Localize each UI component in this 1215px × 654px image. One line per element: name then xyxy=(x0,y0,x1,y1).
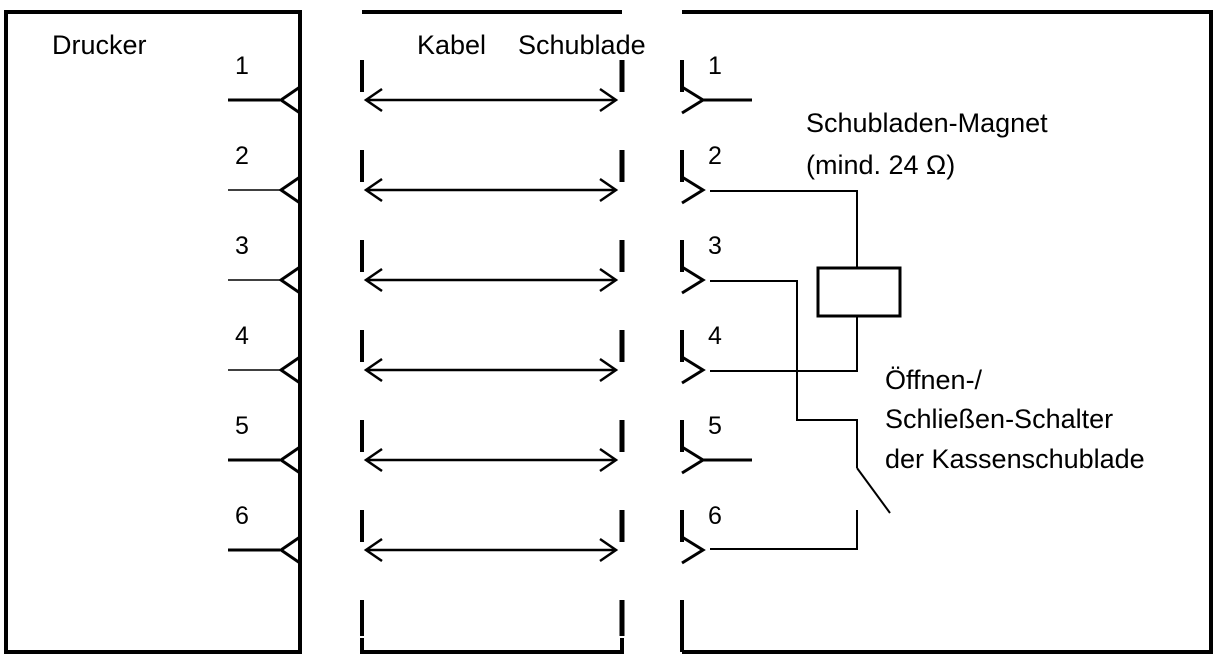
printer-socket-6 xyxy=(278,535,301,565)
solenoid-resistance-label: (mind. 24 Ω) xyxy=(806,150,956,180)
printer-pin-number-4: 4 xyxy=(235,322,249,350)
pin-rows xyxy=(228,60,752,652)
printer-pin-number-3: 3 xyxy=(235,232,249,260)
drawer-pin-number-6: 6 xyxy=(708,502,722,530)
drawer-plug-6 xyxy=(681,535,706,565)
drawer-pin-number-3: 3 xyxy=(708,232,722,260)
cable-box xyxy=(360,10,624,654)
drawer-pin-number-2: 2 xyxy=(708,142,722,170)
cable-arrow-left-head-2 xyxy=(363,177,383,203)
drawer-label: Schublade xyxy=(518,30,646,60)
printer-box xyxy=(4,10,302,654)
drawer-pin-number-1: 1 xyxy=(708,52,722,80)
printer-pin-number-1: 1 xyxy=(235,52,249,80)
cable-arrow-right-head-6 xyxy=(599,537,619,563)
switch-label-line2: Schließen-Schalter xyxy=(885,404,1114,434)
solenoid-symbol xyxy=(816,266,902,318)
printer-socket-3 xyxy=(278,265,301,295)
cable-arrow-left-head-6 xyxy=(363,537,383,563)
drawer-plug-4 xyxy=(681,355,706,385)
cable-arrow-left-head-3 xyxy=(363,267,383,293)
printer-label: Drucker xyxy=(52,30,147,60)
drawer-pin-number-5: 5 xyxy=(708,412,722,440)
drawer-pin-number-4: 4 xyxy=(708,322,722,350)
cable-arrow-right-head-2 xyxy=(599,177,619,203)
cable-arrow-right-head-3 xyxy=(599,267,619,293)
drawer-plug-2 xyxy=(681,175,706,205)
printer-pin-number-6: 6 xyxy=(235,502,249,530)
switch-label-line3: der Kassenschublade xyxy=(885,444,1145,474)
cable-arrow-left-head-1 xyxy=(363,87,383,113)
printer-pin-number-2: 2 xyxy=(235,142,249,170)
switch-wiring xyxy=(710,280,891,550)
switch-label-line1: Öffnen-/ xyxy=(885,365,983,395)
printer-socket-4 xyxy=(278,355,301,385)
solenoid-label: Schubladen-Magnet xyxy=(806,108,1048,138)
printer-socket-1 xyxy=(278,85,301,115)
cable-arrow-left-head-4 xyxy=(363,357,383,383)
cable-label: Kabel xyxy=(417,30,487,60)
cable-arrow-right-head-5 xyxy=(599,447,619,473)
drawer-plug-5 xyxy=(681,445,706,475)
cable-arrow-right-head-4 xyxy=(599,357,619,383)
printer-socket-2 xyxy=(278,175,301,205)
cable-arrow-right-head-1 xyxy=(599,87,619,113)
printer-pin-number-5: 5 xyxy=(235,412,249,440)
drawer-plug-1 xyxy=(681,85,706,115)
switch-contact xyxy=(856,467,891,514)
printer-socket-5 xyxy=(278,445,301,475)
cable-arrow-left-head-5 xyxy=(363,447,383,473)
solenoid-wiring xyxy=(710,190,902,372)
drawer-box xyxy=(682,10,1213,654)
drawer-plug-3 xyxy=(681,265,706,295)
